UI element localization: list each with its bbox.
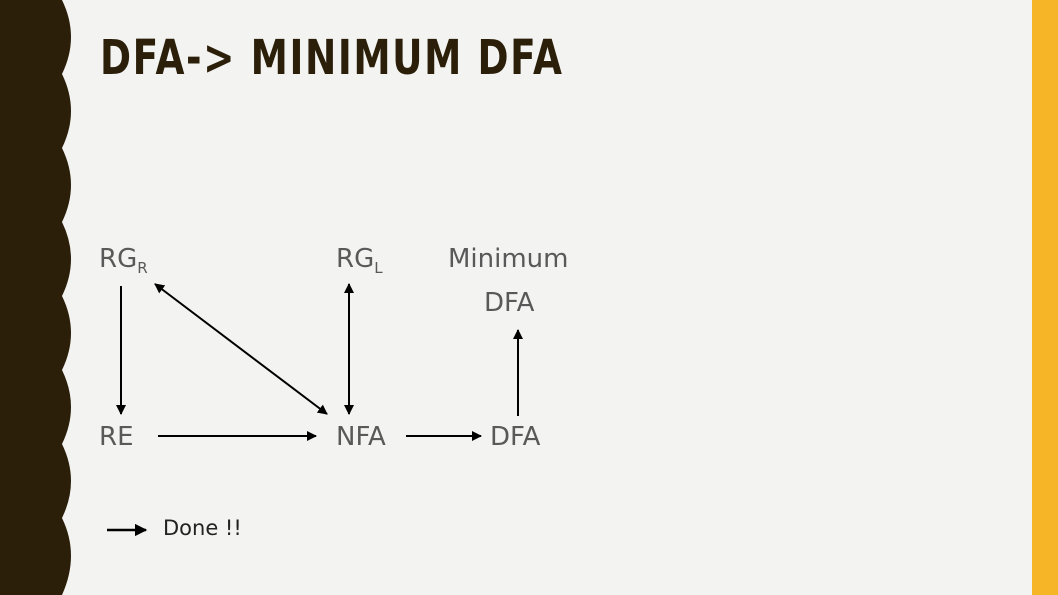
arrow-rgr-nfa-bidirectional <box>154 283 328 415</box>
node-rgr-main: RG <box>99 244 138 274</box>
legend-done-label: Done !! <box>163 516 242 540</box>
right-accent-band <box>1032 0 1058 595</box>
node-rgl-sub: L <box>374 259 383 277</box>
wavy-edge-band <box>0 0 71 595</box>
node-re: RE <box>99 422 134 452</box>
node-rgr: RGR <box>99 244 148 277</box>
node-rgl-main: RG <box>336 244 375 274</box>
node-minimum-label: Minimum <box>448 244 569 274</box>
left-decorative-band <box>0 0 71 595</box>
node-nfa: NFA <box>336 422 386 452</box>
node-minimum-dfa-label: DFA <box>484 288 535 318</box>
node-rgl: RGL <box>336 244 383 277</box>
node-dfa: DFA <box>490 422 541 452</box>
node-rgr-sub: R <box>137 259 148 277</box>
slide-title: DFA-> MINIMUM DFA <box>100 30 564 86</box>
